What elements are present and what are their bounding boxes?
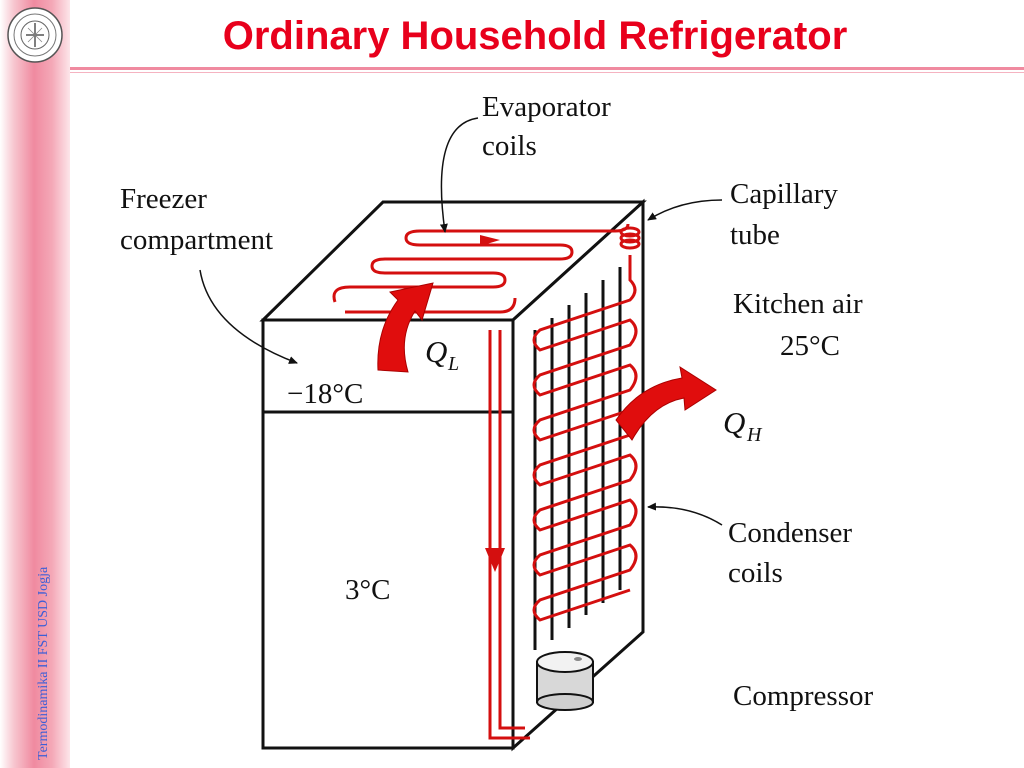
- compressor-label: Compressor: [733, 680, 874, 712]
- heat-out-arrow: [615, 365, 717, 441]
- side-bar: [0, 0, 70, 768]
- slide-title: Ordinary Household Refrigerator: [222, 14, 848, 58]
- freezer-label-1: Freezer: [120, 183, 207, 215]
- kitchen-temp-label: 25°C: [780, 330, 840, 362]
- freezer-label-2: compartment: [120, 224, 273, 256]
- condenser-label-1: Condenser: [728, 517, 852, 549]
- svg-text:Q: Q: [425, 334, 447, 369]
- svg-text:Q: Q: [723, 405, 745, 440]
- title-divider-thin: [70, 72, 1024, 73]
- svg-text:H: H: [746, 424, 763, 446]
- freezer-leader: [199, 269, 298, 364]
- freezer-temp-label: −18°C: [287, 378, 363, 410]
- condenser-coils: [532, 255, 638, 650]
- title-divider: [70, 67, 1024, 70]
- evaporator-label-1: Evaporator: [482, 91, 611, 123]
- evaporator-coils: [332, 223, 641, 314]
- qh-label: Q H: [723, 405, 763, 446]
- flow-arrow-icon: [480, 235, 500, 246]
- compressor: [536, 651, 594, 711]
- condenser-label-2: coils: [728, 557, 783, 589]
- heat-in-arrow: [377, 282, 434, 373]
- refrigerator-cabinet: [259, 198, 647, 752]
- side-footer-text: Termodinamika II FST USD Jogja: [36, 566, 51, 760]
- refrigerator-diagram: Evaporator coils Freezer compartment Cap…: [120, 91, 874, 752]
- university-seal-logo: [7, 7, 63, 63]
- evaporator-label-2: coils: [482, 130, 537, 162]
- evaporator-leader: [439, 117, 479, 233]
- capillary-label-1: Capillary: [730, 178, 838, 210]
- svg-text:L: L: [447, 353, 459, 375]
- condenser-leader: [647, 502, 723, 526]
- refrigerant-return-line: [485, 330, 530, 740]
- fridge-temp-label: 3°C: [345, 574, 390, 606]
- capillary-label-2: tube: [730, 219, 780, 251]
- capillary-leader: [647, 199, 723, 221]
- ql-label: Q L: [425, 334, 459, 375]
- kitchen-air-label: Kitchen air: [733, 288, 863, 320]
